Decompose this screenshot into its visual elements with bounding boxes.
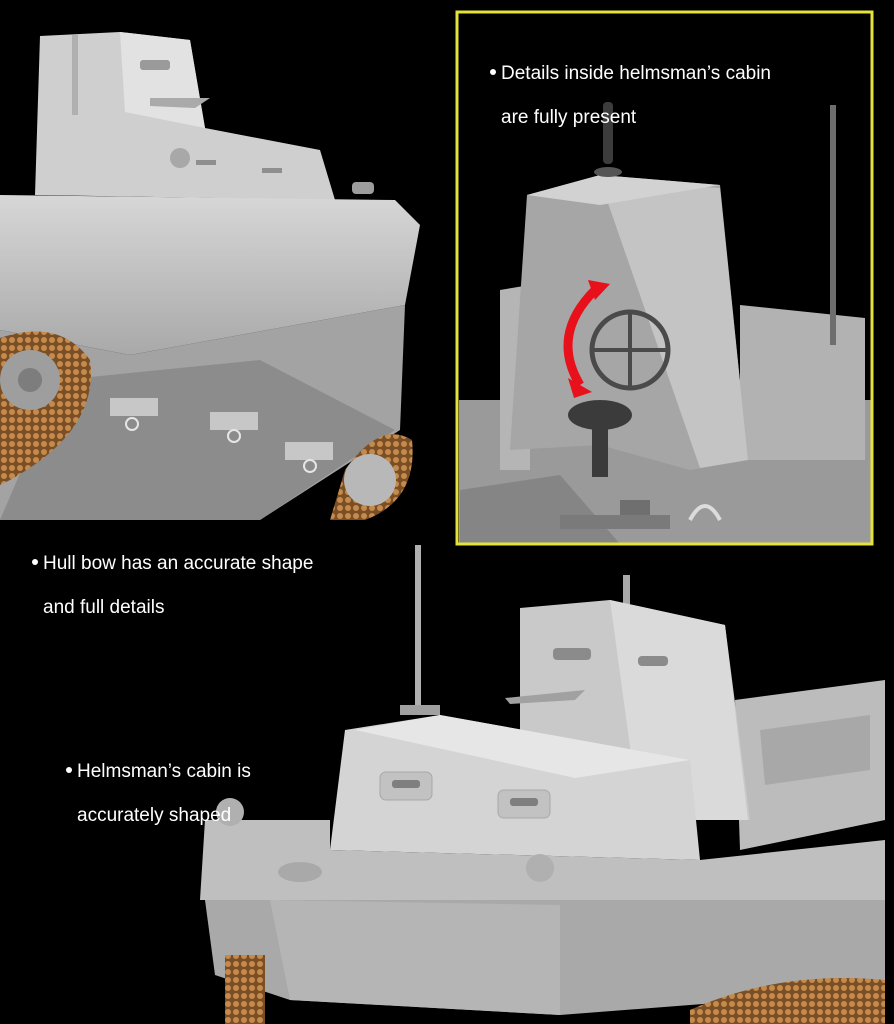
bullet-icon	[490, 69, 496, 76]
caption-helmsman-cabin-line1: Helmsman’s cabin is	[77, 761, 251, 782]
bullet-icon	[32, 559, 38, 566]
caption-cabin-details-line2: are fully present	[501, 107, 637, 128]
caption-helmsman-cabin-line2: accurately shaped	[77, 805, 232, 826]
bullet-icon	[66, 767, 72, 774]
steering-wheel-icon	[589, 309, 671, 391]
caption-hull-bow-line1: Hull bow has an accurate shape	[43, 553, 314, 574]
caption-hull-bow: Hull bow has an accurate shape and full …	[32, 531, 412, 641]
inset-frame	[455, 10, 874, 546]
caption-cabin-details-line1: Details inside helmsman’s cabin	[501, 63, 771, 84]
rotation-arrow-icon	[563, 280, 610, 398]
towing-hook-icon	[110, 398, 333, 473]
caption-hull-bow-line2: and full details	[43, 597, 165, 618]
caption-cabin-details: Details inside helmsman’s cabin are full…	[490, 41, 870, 151]
caption-helmsman-cabin: Helmsman’s cabin is accurately shaped	[66, 739, 366, 849]
